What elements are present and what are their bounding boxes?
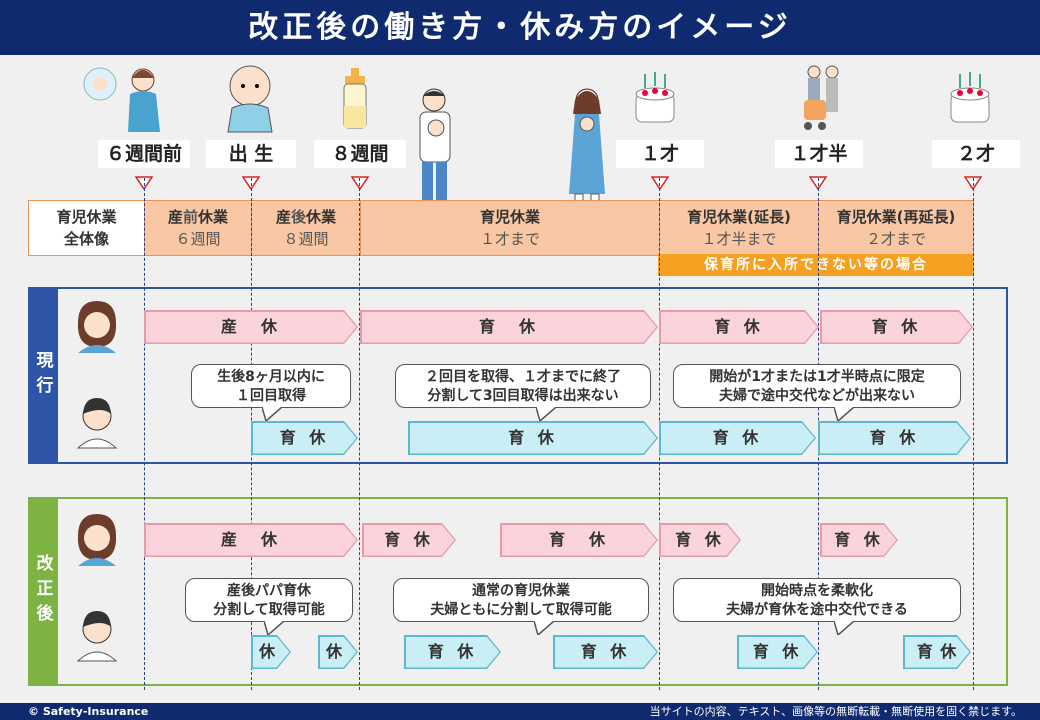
mother-avatar — [72, 510, 122, 566]
daycare-condition-banner: 保育所に入所できない等の場合 — [658, 254, 974, 276]
overview-header: 育児休業全体像 — [28, 200, 145, 256]
mother-leave-bar: 産 休 — [144, 523, 358, 557]
callout-bubble: 通常の育児休業夫婦ともに分割して取得可能 — [393, 578, 649, 635]
mother-leave-bar: 育 休 — [659, 523, 741, 557]
baby-bottle-illustration — [340, 66, 370, 130]
milestone-1-5-years: １才半 — [775, 140, 863, 168]
timeline-divider — [144, 178, 145, 690]
usage-notice: 当サイトの内容、テキスト、画像等の無断転載・無断使用を固く禁じます。 — [649, 705, 1022, 718]
father-leave-bar: 育 休 — [408, 421, 658, 455]
mother-leave-bar: 育 休 — [360, 310, 658, 344]
father-leave-bar: 育 休 — [553, 635, 658, 669]
mother-leave-bar: 育 休 — [820, 310, 973, 344]
birthday-cake-icon — [945, 66, 995, 132]
mother-leave-bar: 育 休 — [362, 523, 456, 557]
callout-bubble: ２回目を取得、１才までに終了分割して3回目取得は出来ない — [395, 364, 651, 421]
father-avatar — [72, 390, 122, 449]
father-leave-bar: 育 休 — [903, 635, 971, 669]
father-holding-baby-illustration — [412, 86, 457, 221]
current-label: 現行 — [28, 287, 58, 464]
milestone-6-weeks-before: ６週間前 — [98, 140, 190, 168]
milestone-1-year: １才 — [616, 140, 704, 168]
father-avatar — [72, 603, 122, 662]
baby-illustration — [220, 62, 280, 134]
mother-leave-bar: 産 休 — [144, 310, 358, 344]
copyright: © Safety-Insurance — [28, 705, 149, 718]
mother-avatar — [72, 297, 122, 353]
father-leave-bar: 育 休 — [404, 635, 501, 669]
mother-holding-baby-illustration — [565, 84, 610, 224]
milestone-2-years: ２才 — [932, 140, 1020, 168]
timeline-divider — [359, 178, 360, 690]
timeline-divider — [973, 178, 974, 690]
milestone-8-weeks: ８週間 — [314, 140, 406, 168]
footer: © Safety-Insurance 当サイトの内容、テキスト、画像等の無断転載… — [0, 703, 1040, 720]
birthday-cake-icon — [630, 66, 680, 132]
father-leave-bar: 育 休 — [251, 421, 358, 455]
milestone-birth: 出 生 — [206, 140, 296, 168]
family-with-stroller-illustration — [800, 62, 845, 134]
pregnant-woman-illustration — [80, 62, 165, 134]
mother-leave-bar: 育 休 — [659, 310, 819, 344]
father-leave-bar: 育 休 — [659, 421, 816, 455]
revised-label: 改正後 — [28, 497, 58, 686]
callout-bubble: 産後パパ育休分割して取得可能 — [185, 578, 353, 635]
overview-re-extension: 育児休業(再延長)２才まで — [818, 200, 974, 256]
father-leave-bar: 育 休 — [737, 635, 818, 669]
callout-bubble: 開始が1才または1才半時点に限定夫婦で途中交代などが出来ない — [673, 364, 961, 421]
father-leave-bar: 育 休 — [818, 421, 971, 455]
mother-leave-bar: 育 休 — [820, 523, 898, 557]
callout-bubble: 開始時点を柔軟化夫婦が育休を途中交代できる — [673, 578, 961, 635]
overview-extension: 育児休業(延長)１才半まで — [659, 200, 819, 256]
mother-leave-bar: 育 休 — [500, 523, 658, 557]
page-title: 改正後の働き方・休み方のイメージ — [0, 0, 1040, 55]
triangle-marker-icon — [351, 176, 369, 190]
triangle-marker-icon — [651, 176, 669, 190]
